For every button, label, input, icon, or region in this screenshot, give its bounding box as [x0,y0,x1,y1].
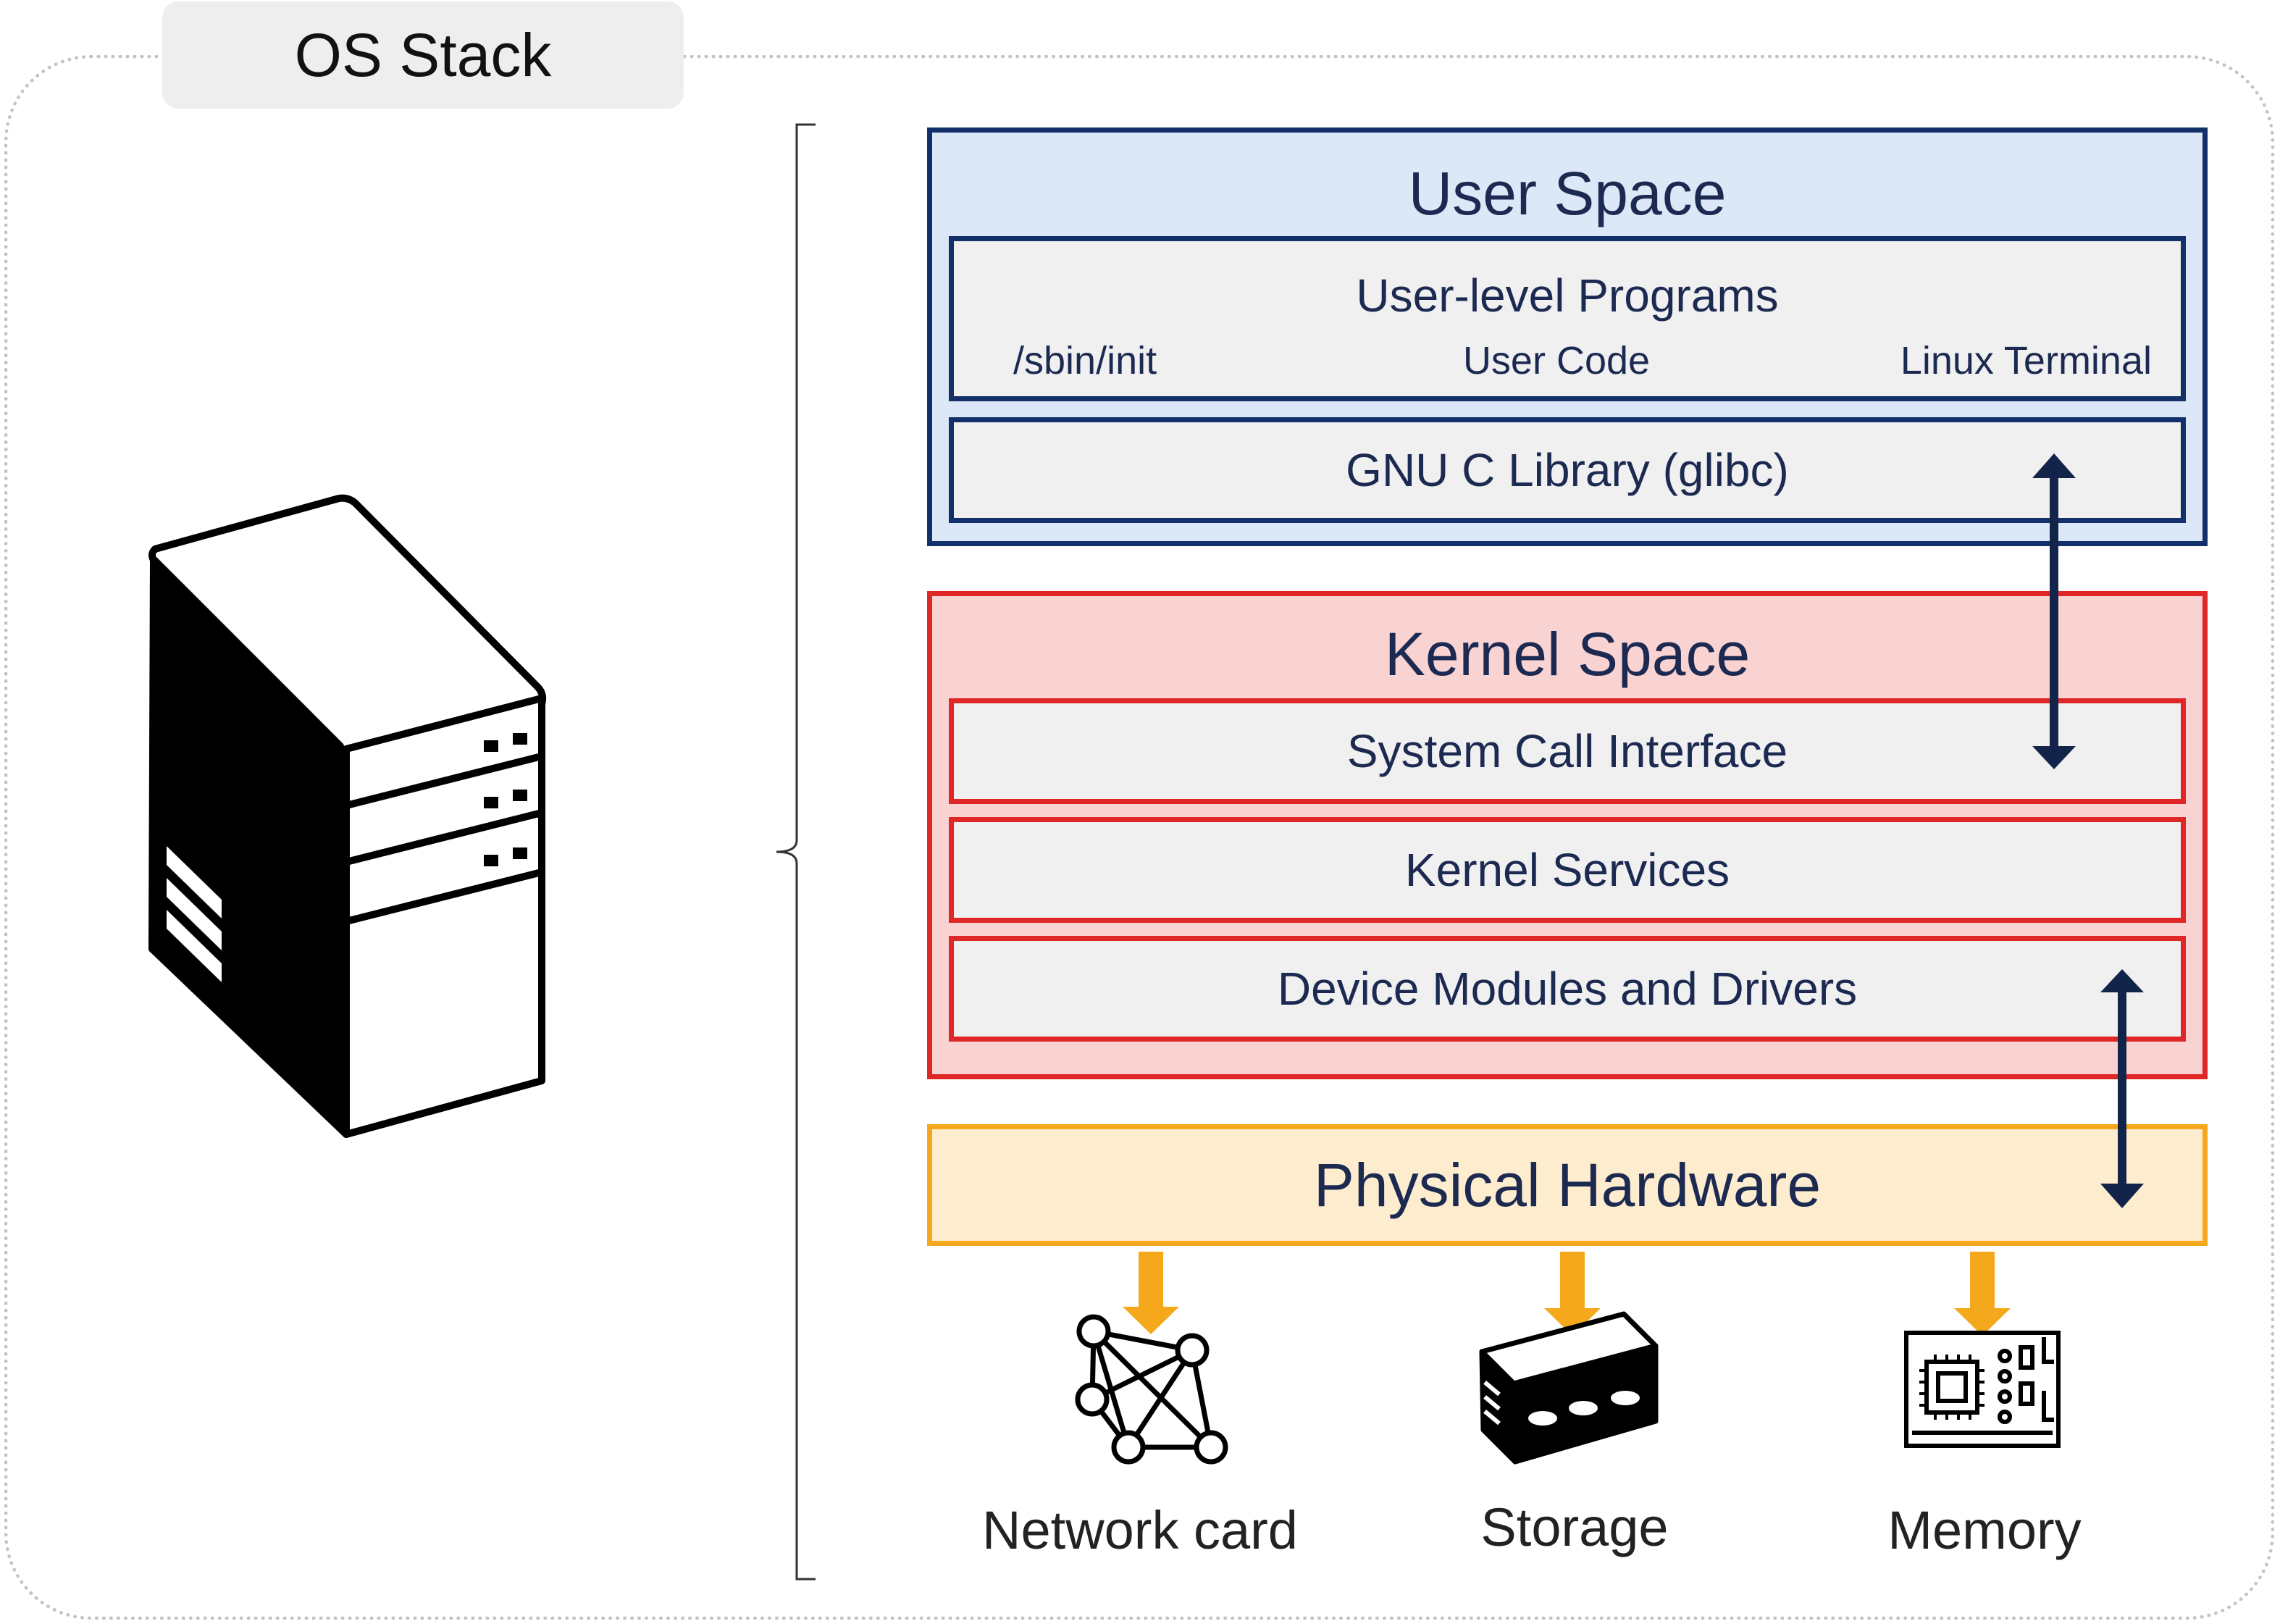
kernel-space-title: Kernel Space [1384,620,1751,688]
drivers-hardware-arrow [2100,969,2144,1208]
glibc-syscall-arrow [2032,453,2076,769]
user-level-programs-heading: User-level Programs [1356,269,1779,322]
program-sbin-init: /sbin/init [1013,339,1157,382]
program-linux-terminal: Linux Terminal [1900,339,2152,382]
server-tower-icon [148,494,547,1138]
hardware-to-devices-arrows [1123,1252,2011,1336]
network-card-label: Network card [982,1500,1298,1560]
glibc-box: GNU C Library (glibc) [949,417,2186,523]
system-call-interface-box: System Call Interface [949,698,2186,804]
device-modules-drivers-box: Device Modules and Drivers [949,936,2186,1042]
program-user-code: User Code [1462,339,1651,382]
stack-bracket [776,123,816,1581]
user-space-title: User Space [1408,159,1727,227]
memory-icon [1904,1331,2061,1448]
kernel-services-box: Kernel Services [949,817,2186,923]
storage-icon [1479,1311,1659,1465]
diagram-frame [4,55,2274,1620]
physical-hardware-layer: Physical Hardware [927,1124,2208,1246]
memory-label: Memory [1887,1500,2082,1560]
user-level-programs-box: User-level Programs /sbin/init User Code… [949,236,2186,401]
diagram-title: OS Stack [162,1,684,109]
storage-label: Storage [1480,1497,1669,1557]
network-card-icon [1075,1314,1228,1465]
